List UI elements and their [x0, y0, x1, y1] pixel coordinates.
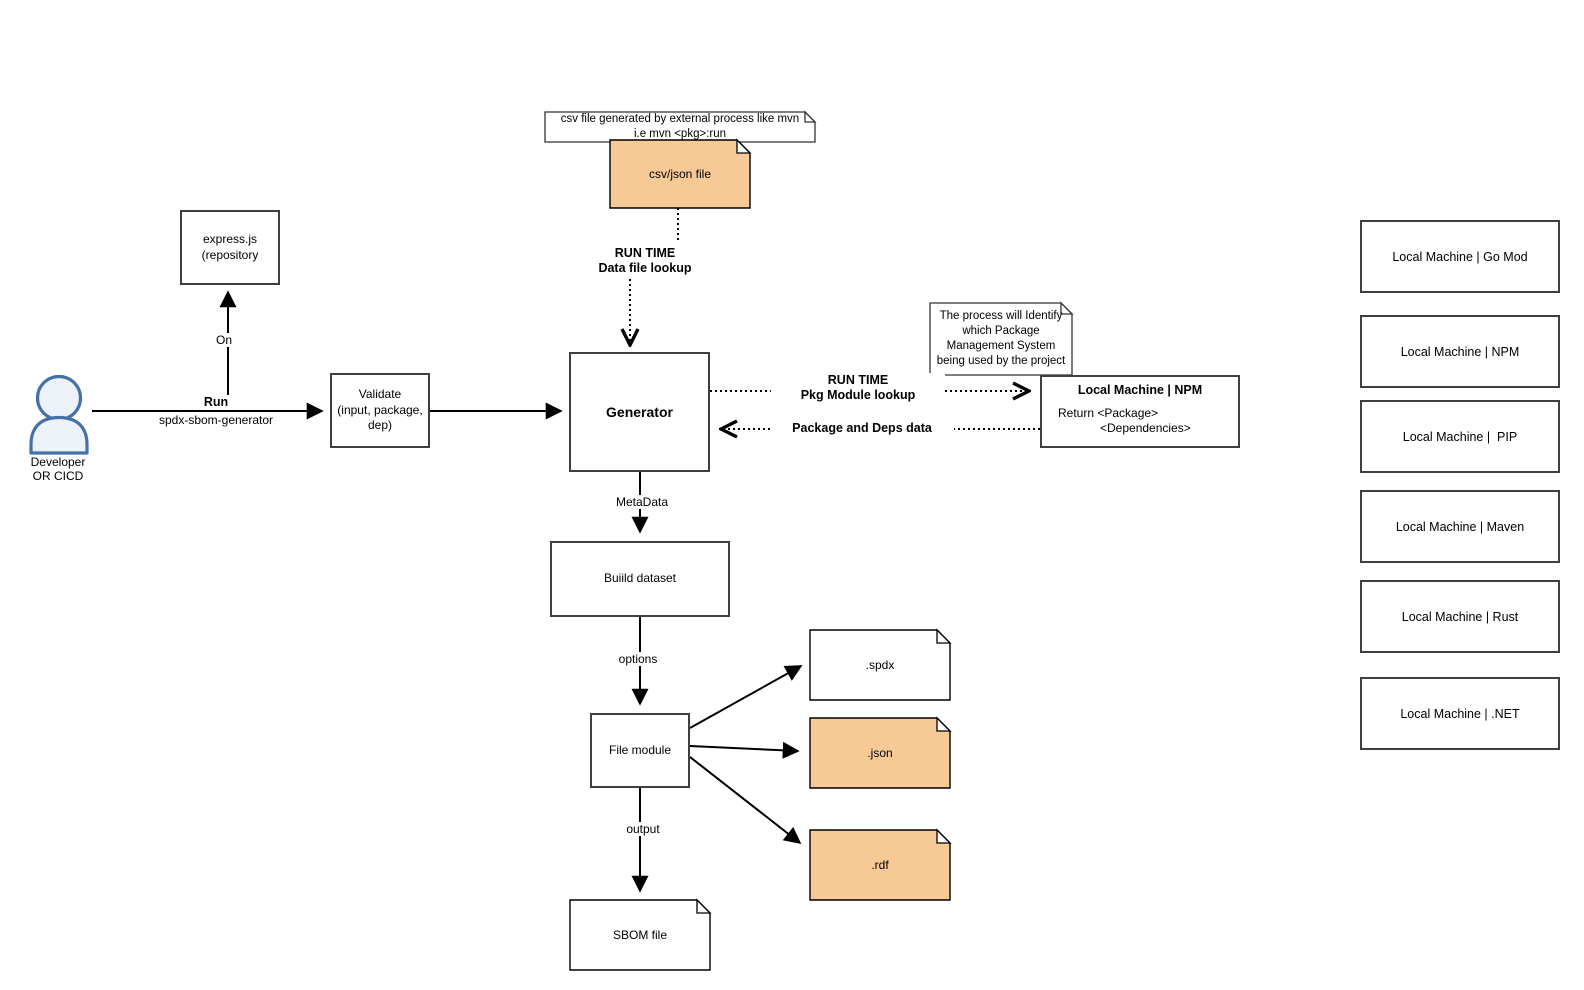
label-run: Run: [200, 395, 232, 410]
node-local-machine-rust: Local Machine | Rust: [1360, 580, 1560, 653]
connector-filemodule-to-spdx: [689, 665, 803, 729]
label-runtime-data-lookup: RUN TIME Data file lookup: [566, 246, 724, 276]
doc-fold-icon: [936, 628, 952, 644]
connector-filemodule-to-rdf: [689, 756, 802, 845]
developer-actor-icon: [29, 374, 89, 455]
label-on: On: [214, 333, 235, 348]
doc-json-file: .json: [867, 745, 893, 760]
node-local-machine-dotnet: Local Machine | .NET: [1360, 677, 1560, 750]
node-file-module: File module: [590, 713, 690, 788]
rdf-file-shape: [809, 828, 952, 901]
doc-fold-icon: [804, 110, 817, 123]
note-csv-external-process: csv file generated by external process l…: [560, 113, 800, 140]
node-local-machine-pip: Local Machine | PIP: [1360, 400, 1560, 473]
csv-note-shape: [544, 110, 817, 143]
label-metadata: MetaData: [602, 495, 682, 510]
node-local-machine-npm: Local Machine | NPM Return <Package> <De…: [1040, 375, 1240, 448]
doc-fold-icon: [736, 138, 752, 154]
connector-filemodule-to-json: [689, 741, 800, 759]
node-local-machine-npm-right: Local Machine | NPM: [1360, 315, 1560, 388]
label-options: options: [600, 652, 676, 667]
node-build-dataset: Buiild dataset: [550, 541, 730, 617]
label-output: output: [605, 822, 681, 837]
node-express-repository: express.js (repository: [180, 210, 280, 285]
node-generator: Generator: [569, 352, 710, 472]
doc-spdx-file: .spdx: [865, 657, 895, 672]
node-local-machine-maven: Local Machine | Maven: [1360, 490, 1560, 563]
doc-fold-icon: [696, 898, 712, 914]
doc-csv-json-file: csv/json file: [648, 166, 712, 181]
csv-json-file-shape: [609, 138, 752, 209]
label-spdx-sbom-generator: spdx-sbom-generator: [156, 413, 276, 429]
doc-fold-icon: [936, 716, 952, 732]
doc-rdf-file: .rdf: [871, 857, 889, 872]
label-package-deps-data: Package and Deps data: [770, 421, 954, 436]
npm-return-package: Return <Package>: [1058, 406, 1159, 420]
spdx-file-shape: [809, 628, 952, 701]
node-validate: Validate (input, package, dep): [330, 373, 430, 448]
doc-fold-icon: [936, 828, 952, 844]
node-local-machine-gomod: Local Machine | Go Mod: [1360, 220, 1560, 293]
npm-return-dependencies: <Dependencies>: [1100, 421, 1191, 435]
note-package-management: The process will Identify which Package …: [936, 310, 1066, 367]
doc-fold-icon: [1060, 301, 1074, 315]
doc-sbom-file: SBOM file: [612, 927, 667, 942]
npm-box-title: Local Machine | NPM: [1077, 383, 1203, 397]
sbom-file-shape: [569, 898, 712, 971]
npm-note-shape: [929, 301, 1074, 376]
actor-label-developer-cicd: Developer OR CICD: [30, 455, 86, 484]
label-runtime-pkg-lookup: RUN TIME Pkg Module lookup: [771, 373, 945, 403]
json-file-shape: [809, 716, 952, 789]
label-run-command: Run spdx-sbom-generator: [151, 393, 281, 430]
